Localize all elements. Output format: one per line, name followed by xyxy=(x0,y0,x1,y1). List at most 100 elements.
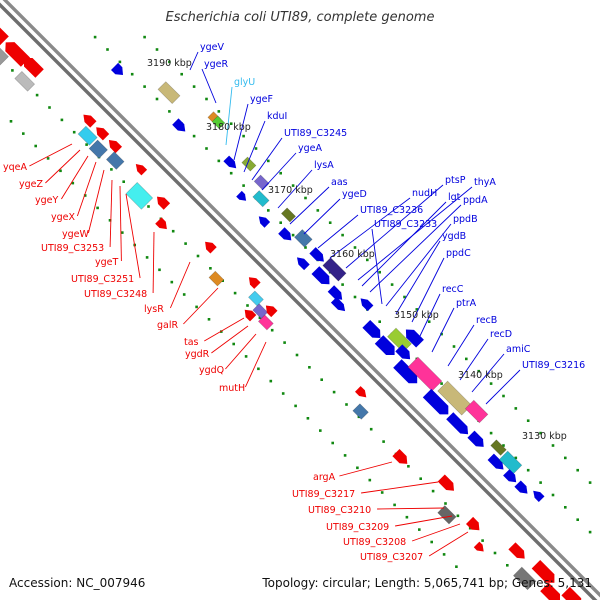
tick-mark xyxy=(403,295,406,299)
gene-label: ygdB xyxy=(442,231,466,242)
tick-mark xyxy=(217,159,221,163)
leader-line xyxy=(339,461,393,477)
scale-label: 3160 kbp xyxy=(330,249,375,260)
leader-line xyxy=(369,204,462,293)
leader-line xyxy=(485,369,521,405)
cog-block xyxy=(490,439,507,456)
tick-mark xyxy=(267,209,270,212)
tick-mark xyxy=(233,291,237,295)
gene-label: lgt xyxy=(448,192,461,203)
cog-block xyxy=(498,450,523,475)
tick-mark xyxy=(147,205,150,208)
gene-arrow xyxy=(514,480,528,494)
tick-mark xyxy=(576,468,579,472)
tick-mark xyxy=(294,404,297,408)
tick-mark xyxy=(477,369,480,373)
leader-line xyxy=(377,507,445,510)
cog-block xyxy=(294,229,313,248)
tick-mark xyxy=(366,258,369,262)
cog-block xyxy=(0,47,9,66)
gene-arrow xyxy=(330,297,346,312)
leader-line xyxy=(459,338,489,381)
leader-line xyxy=(201,68,217,104)
tick-mark xyxy=(258,316,262,320)
tick-mark xyxy=(59,169,62,173)
leader-line xyxy=(289,186,330,225)
gene-label: UTI89_C3248 xyxy=(84,289,147,300)
gene-features xyxy=(0,27,582,600)
tick-mark xyxy=(192,134,196,138)
tick-mark xyxy=(242,134,245,138)
tick-mark xyxy=(209,267,212,270)
gene-arrow xyxy=(487,453,504,470)
gene-label: ygeX xyxy=(51,212,75,223)
tick-mark xyxy=(295,353,299,357)
gene-arrow xyxy=(309,247,324,262)
cog-block xyxy=(125,181,154,210)
gene-label: yqeA xyxy=(3,162,27,173)
leader-line xyxy=(251,137,283,181)
gene-arrow xyxy=(83,114,97,128)
gene-arrow xyxy=(111,62,123,75)
tick-mark xyxy=(281,392,285,395)
tick-mark xyxy=(168,110,171,113)
tick-mark xyxy=(415,308,419,311)
cog-block xyxy=(352,403,369,420)
tick-mark xyxy=(444,502,447,505)
tick-mark xyxy=(195,305,198,309)
tick-mark xyxy=(440,382,443,385)
tick-mark xyxy=(418,528,421,531)
tick-mark xyxy=(269,379,273,383)
tick-mark xyxy=(242,184,245,187)
tick-mark xyxy=(118,60,122,64)
gene-arrow xyxy=(533,490,545,502)
scale-label: 3140 kbp xyxy=(458,370,503,381)
cog-block xyxy=(280,207,297,223)
tick-mark xyxy=(489,431,493,435)
cog-block xyxy=(252,190,270,208)
gene-arrow xyxy=(265,305,278,318)
gene-label: UTI89_C3210 xyxy=(308,505,371,516)
leader-line xyxy=(395,240,441,315)
tick-mark xyxy=(328,221,332,224)
leader-line xyxy=(152,231,155,294)
tick-mark xyxy=(430,540,433,544)
tick-mark xyxy=(267,159,270,163)
tick-mark xyxy=(143,35,146,39)
tick-mark xyxy=(48,106,51,109)
tick-mark xyxy=(83,194,87,197)
tick-mark xyxy=(380,491,384,494)
topology-text: Topology: circular; Length: 5,065,741 bp… xyxy=(262,576,592,590)
tick-mark xyxy=(72,130,76,134)
gene-arrow xyxy=(531,560,555,583)
tick-mark xyxy=(180,72,183,76)
tick-mark xyxy=(551,493,555,497)
leader-line xyxy=(109,179,113,248)
gene-label: UTI89_C3236 xyxy=(360,205,423,216)
tick-mark xyxy=(440,332,443,336)
cog-block xyxy=(241,156,257,172)
gene-arrow xyxy=(561,586,582,600)
leader-line xyxy=(45,149,81,184)
tick-mark xyxy=(279,221,282,224)
gene-label: glyU xyxy=(234,77,255,88)
gene-arrow xyxy=(374,335,395,355)
tick-mark xyxy=(489,382,493,385)
gene-arrow xyxy=(437,474,454,491)
cog-block xyxy=(88,139,108,159)
leader-line xyxy=(169,261,191,309)
label-leaders xyxy=(29,51,521,557)
tick-mark xyxy=(378,320,381,323)
cog-block xyxy=(257,314,274,331)
tick-mark xyxy=(539,431,542,435)
tick-mark xyxy=(502,444,505,447)
tick-mark xyxy=(96,206,99,210)
tick-mark xyxy=(526,419,530,422)
gene-arrow xyxy=(24,58,44,78)
tick-mark xyxy=(343,454,347,457)
tick-mark xyxy=(192,85,196,88)
tick-mark xyxy=(514,407,518,410)
tick-mark xyxy=(526,468,530,472)
